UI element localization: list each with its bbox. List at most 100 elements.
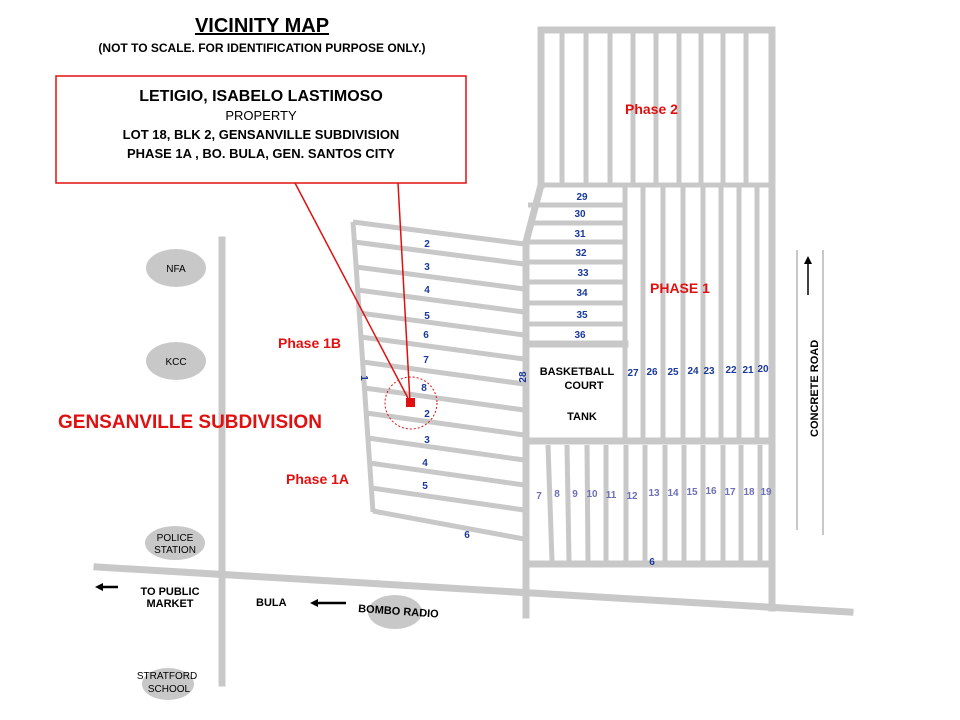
lot-number: 10 <box>586 489 598 500</box>
market-label-2: MARKET <box>146 598 193 610</box>
lot-number: 11 <box>606 490 617 501</box>
property-type: PROPERTY <box>225 108 297 123</box>
lot-line <box>370 485 525 513</box>
phase1a-label: Phase 1A <box>286 471 349 487</box>
lot-line <box>358 310 525 338</box>
lot-number: 8 <box>554 489 560 500</box>
lot-line <box>367 435 525 463</box>
lot-line <box>372 508 525 542</box>
arrow-left-icon <box>95 583 118 591</box>
lot-number: 7 <box>536 491 542 502</box>
lot-line <box>369 460 525 488</box>
concrete-road-label: CONCRETE ROAD <box>809 340 821 437</box>
lot-number: 21 <box>742 365 754 376</box>
roads <box>93 236 854 687</box>
arrow-up-icon <box>804 256 812 295</box>
property-highlight-circle <box>384 376 438 430</box>
property-marker <box>406 398 415 407</box>
bombo-label: BOMBO RADIO <box>358 603 440 621</box>
nfa-label: NFA <box>166 264 186 275</box>
lot-number: 22 <box>725 365 737 376</box>
basketball-label-2: COURT <box>564 380 603 392</box>
stratford-label-2: SCHOOL <box>148 684 191 695</box>
lot-line <box>357 287 525 315</box>
stratford-marker <box>142 668 194 700</box>
lot-number: 26 <box>646 367 658 378</box>
lot-number: 6 <box>464 530 470 541</box>
lot-number: 35 <box>576 310 588 321</box>
main-road <box>93 563 854 616</box>
nfa-marker <box>146 249 206 287</box>
lot-number: 31 <box>574 229 586 240</box>
lot-line <box>355 264 525 292</box>
lot-number: 4 <box>422 458 428 469</box>
lot-number: 1 <box>358 375 369 381</box>
lot-line <box>365 410 525 438</box>
lot-number: 2 <box>424 409 430 420</box>
lot-number: 9 <box>572 489 578 500</box>
lot-number: 14 <box>667 488 679 499</box>
lot-number: 33 <box>577 268 589 279</box>
callout-pointer <box>294 182 411 403</box>
subdivision-label: GENSANVILLE SUBDIVISION <box>58 412 322 433</box>
lot-number: 17 <box>724 487 736 498</box>
kcc-marker <box>146 342 206 380</box>
lot-number: 4 <box>424 285 430 296</box>
map-subtitle: (NOT TO SCALE. FOR IDENTIFICATION PURPOS… <box>98 41 425 55</box>
phase2-label: Phase 2 <box>625 101 678 117</box>
map-title: VICINITY MAP <box>195 15 329 37</box>
lot-number: 15 <box>686 487 698 498</box>
lot-number: 28 <box>518 371 529 383</box>
basketball-label-1: BASKETBALL <box>540 366 615 378</box>
lot-number: 19 <box>760 487 772 498</box>
police-marker <box>145 526 205 560</box>
stratford-label-1: STRATFORD <box>137 671 197 682</box>
lot-line <box>564 444 572 562</box>
lot-line <box>584 444 591 562</box>
lot-number: 18 <box>743 487 755 498</box>
lot-number: 8 <box>421 383 427 394</box>
lot-number: 7 <box>423 355 429 366</box>
lot-number: 32 <box>575 248 587 259</box>
lot-number: 27 <box>627 368 639 379</box>
lot-number: 20 <box>757 364 769 375</box>
police-label-2: STATION <box>154 545 196 556</box>
phase1-label: PHASE 1 <box>650 280 710 296</box>
lot-number: 12 <box>626 491 638 502</box>
market-label-1: TO PUBLIC <box>140 586 199 598</box>
lot-line <box>352 219 525 247</box>
lot-line <box>362 359 525 387</box>
lot-line <box>354 239 525 267</box>
landmarks: NFA KCC POLICE STATION STRATFORD SCHOOL … <box>95 249 821 700</box>
phase1a-1b-block <box>350 219 525 542</box>
owner-name: LETIGIO, ISABELO LASTIMOSO <box>139 88 383 105</box>
lot-number: 3 <box>424 435 430 446</box>
lot-number: 6 <box>423 330 429 341</box>
bombo-marker <box>368 595 422 629</box>
lot-number: 16 <box>705 486 717 497</box>
lot-line <box>545 444 555 562</box>
lot-number: 29 <box>576 192 588 203</box>
police-label-1: POLICE <box>157 533 194 544</box>
tank-label: TANK <box>567 411 597 423</box>
lot-number: 30 <box>574 209 586 220</box>
bula-label: BULA <box>256 597 287 609</box>
lot-number: 13 <box>648 488 660 499</box>
lot-number: 5 <box>422 481 428 492</box>
phase1b-label: Phase 1B <box>278 335 341 351</box>
location-description: PHASE 1A , BO. BULA, GEN. SANTOS CITY <box>127 146 395 161</box>
lot-number: 5 <box>424 311 430 322</box>
arrow-left-icon <box>310 599 346 607</box>
lot-description: LOT 18, BLK 2, GENSANVILLE SUBDIVISION <box>123 127 400 142</box>
lot-number: 24 <box>687 366 699 377</box>
lot-number: 25 <box>667 367 679 378</box>
callout-pointer <box>397 182 411 403</box>
lot-number: 6 <box>649 557 655 568</box>
lot-line <box>360 334 525 362</box>
lot-line <box>364 385 525 413</box>
lot-number: 36 <box>574 330 586 341</box>
lot-number: 23 <box>703 366 715 377</box>
property-callout: LETIGIO, ISABELO LASTIMOSO PROPERTY LOT … <box>55 75 467 430</box>
phase1-block <box>522 185 776 568</box>
